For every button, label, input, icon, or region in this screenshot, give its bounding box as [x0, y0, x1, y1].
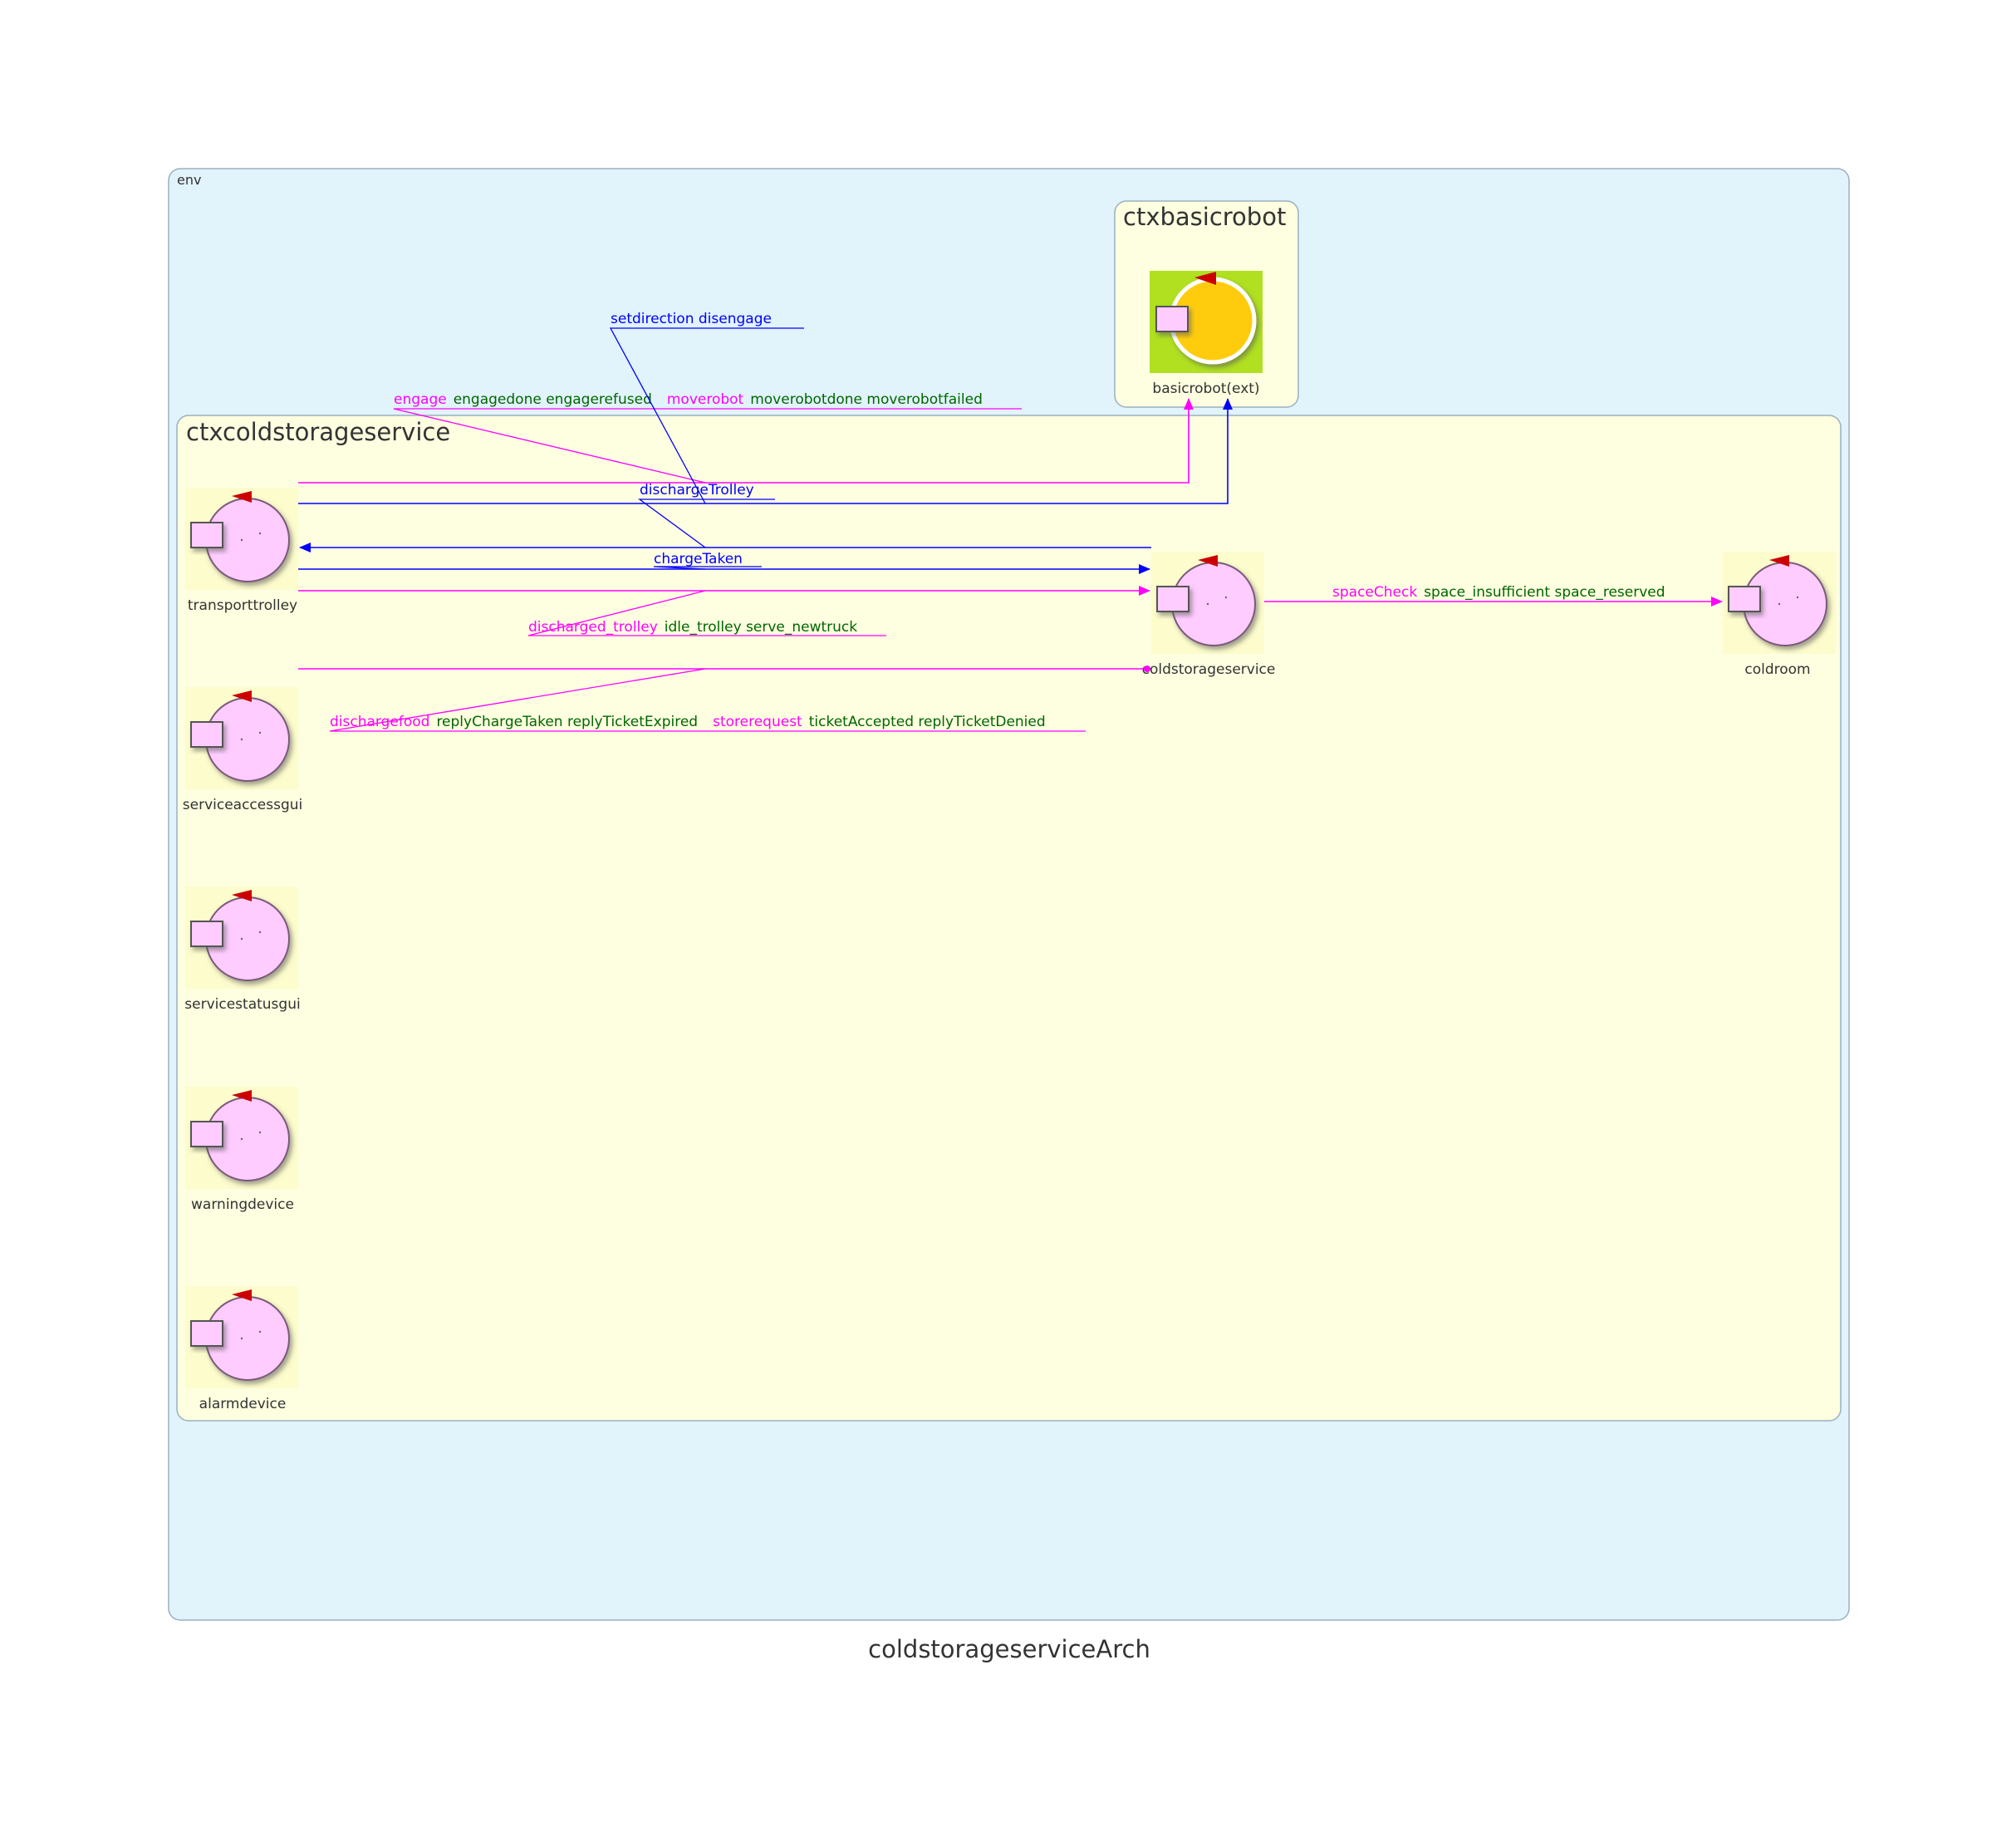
edge-tt-robot-dispatch-label: setdirection disengage: [611, 311, 772, 327]
basicrobot-label: basicrobot(ext): [1152, 381, 1259, 397]
transporttrolley-label: transporttrolley: [188, 597, 297, 614]
ctxcoldstorageservice-cluster: ctxcoldstorageservice: [176, 415, 1842, 1422]
actor-serviceaccessgui[interactable]: serviceaccessgui: [183, 687, 302, 813]
actor-coldstorageservice[interactable]: coldstorageservice: [1142, 552, 1276, 678]
env-label: env: [177, 172, 201, 188]
actor-basicrobot[interactable]: basicrobot(ext): [1150, 271, 1263, 397]
actor-coldroom[interactable]: coldroom: [1723, 552, 1836, 678]
coldroom-label: coldroom: [1744, 661, 1810, 678]
edge-cs-tt-dispatch: dischargeTrolley: [299, 482, 1151, 552]
robot-box-icon: [1155, 306, 1189, 332]
edge-tt-cs-dispatch-label: chargeTaken: [654, 551, 743, 567]
actor-warningdevice[interactable]: warningdevice: [185, 1087, 298, 1213]
serviceaccessgui-label: serviceaccessgui: [183, 797, 302, 813]
edge-cs-tt-dispatch-label: dischargeTrolley: [640, 482, 754, 498]
edge-tt-robot-dispatch: setdirection disengage: [298, 311, 1233, 504]
edge-tt-cs-dispatch: chargeTaken: [298, 551, 1150, 574]
robot-arrow-icon: [1194, 272, 1216, 285]
actor-servicestatusgui[interactable]: servicestatusgui: [184, 886, 301, 1013]
diagram-title: coldstorageserviceArch: [868, 1635, 1150, 1663]
coldstorageservice-label: coldstorageservice: [1142, 661, 1276, 678]
ctxcoldstorageservice-title: ctxcoldstorageservice: [186, 418, 450, 446]
actor-transporttrolley[interactable]: transporttrolley: [185, 488, 298, 614]
servicestatusgui-label: servicestatusgui: [184, 996, 300, 1013]
actor-alarmdevice[interactable]: alarmdevice: [185, 1286, 298, 1412]
alarmdevice-label: alarmdevice: [199, 1396, 287, 1412]
ctxbasicrobot-title: ctxbasicrobot: [1123, 203, 1286, 231]
warningdevice-label: warningdevice: [191, 1196, 294, 1213]
